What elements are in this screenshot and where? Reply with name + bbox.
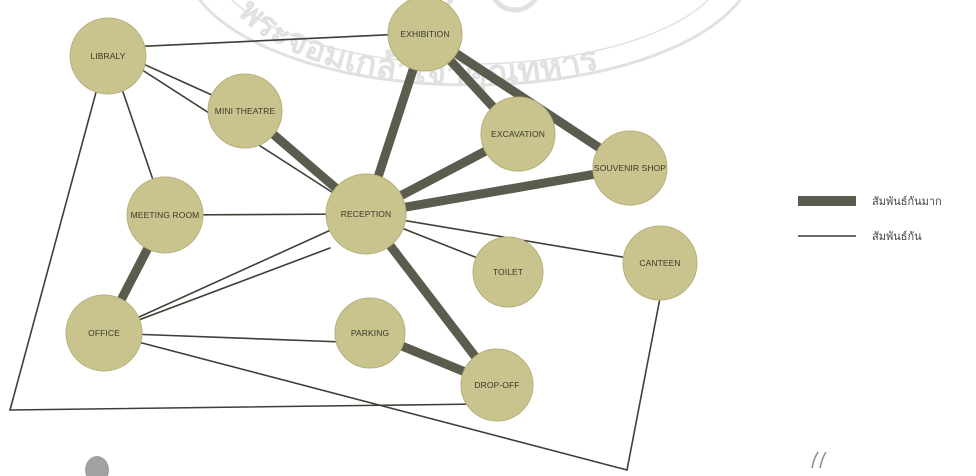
node-label: EXHIBITION: [400, 29, 449, 39]
legend-strong-label: สัมพันธ์กันมาก: [872, 195, 942, 208]
node-drop-off: DROP-OFF: [460, 348, 534, 422]
node-office: OFFICE: [65, 294, 143, 372]
node-excavation: EXCAVATION: [480, 96, 556, 172]
edge-libraly-left-loop: [9, 47, 109, 411]
node-label: LIBRALY: [90, 51, 125, 61]
nodes: LIBRALY EXHIBITION MINI THEATRE EXCAVATI…: [65, 0, 698, 422]
edge-libraly-exhibition: [107, 32, 426, 49]
node-parking: PARKING: [334, 297, 406, 369]
edge-office-canteen-path-b: [626, 297, 661, 471]
edge-office-parking: [103, 332, 371, 344]
weak-edges: [9, 32, 661, 471]
node-mini-theatre: MINI THEATRE: [207, 73, 283, 149]
legend: สัมพันธ์กันมาก สัมพันธ์กัน: [798, 195, 942, 243]
node-souvenir-shop: SOUVENIR SHOP: [592, 130, 668, 206]
node-toilet: TOILET: [472, 236, 544, 308]
edge-office-canteen-path-a: [103, 332, 628, 471]
edge-reception-office: [103, 213, 367, 334]
node-label: PARKING: [351, 328, 389, 338]
node-label: MEETING ROOM: [131, 210, 200, 220]
node-label: MINI THEATRE: [215, 106, 276, 116]
edge-loop-bottom: [9, 403, 481, 411]
edge-office-reception-2: [103, 247, 331, 334]
node-canteen: CANTEEN: [622, 225, 698, 301]
node-label: DROP-OFF: [474, 380, 519, 390]
node-libraly: LIBRALY: [69, 17, 147, 95]
decorative-smudge: [85, 456, 109, 476]
node-label: RECEPTION: [341, 209, 392, 219]
node-label: TOILET: [493, 267, 523, 277]
legend-weak-label: สัมพันธ์กัน: [872, 230, 922, 243]
node-label: SOUVENIR SHOP: [594, 163, 666, 173]
edge-souvenir-shop-reception: [365, 163, 631, 219]
node-exhibition: EXHIBITION: [387, 0, 463, 72]
legend-strong-swatch: [798, 196, 856, 206]
pen-mark: [811, 451, 827, 469]
node-meeting-room: MEETING ROOM: [126, 176, 204, 254]
node-label: CANTEEN: [639, 258, 680, 268]
node-label: EXCAVATION: [491, 129, 545, 139]
node-label: OFFICE: [88, 328, 120, 338]
node-reception: RECEPTION: [325, 173, 407, 255]
